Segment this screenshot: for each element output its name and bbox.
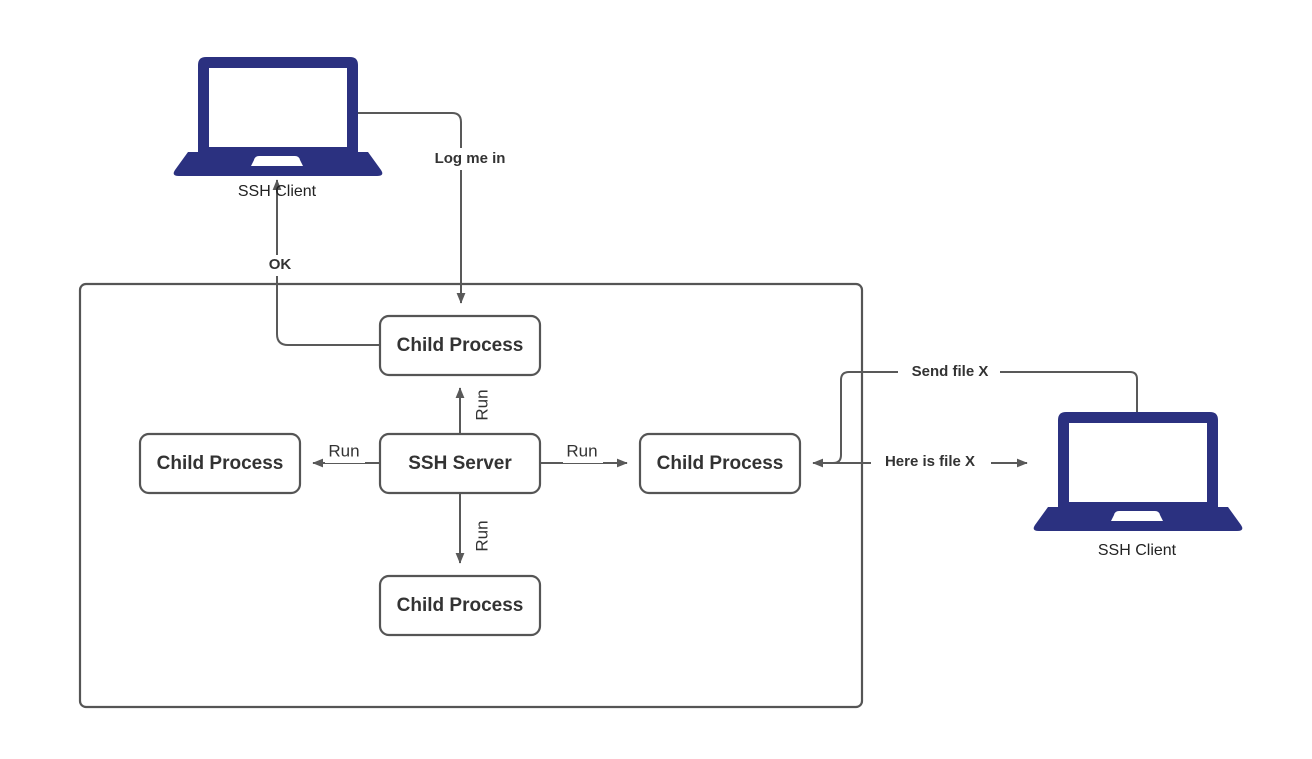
child-process-top-label: Child Process	[397, 335, 524, 356]
edge-label-run-down: Run	[472, 520, 491, 551]
label-bg-ok	[264, 255, 297, 276]
label-bg-here-is-file-x	[871, 451, 991, 473]
ssh-server-label: SSH Server	[408, 453, 512, 474]
edge-label-here-is-file-x: Here is file X	[885, 453, 975, 470]
label-bg-run-down	[472, 516, 494, 556]
label-bg-send-file-x	[898, 361, 1000, 383]
edge-label-ok: OK	[269, 256, 292, 273]
label-bg-run-right	[563, 441, 603, 463]
child-process-top-box[interactable]	[378, 314, 542, 377]
node-child-process-left[interactable]: Child Process	[138, 432, 302, 495]
edge-label-run-right: Run	[566, 441, 597, 460]
ssh-server-box[interactable]	[378, 432, 542, 495]
laptop-notch	[251, 156, 303, 166]
laptop-screen-inner	[209, 68, 347, 147]
child-process-right-box[interactable]	[638, 432, 802, 495]
laptop-icon	[173, 57, 383, 176]
laptop-screen-inner	[1069, 423, 1207, 502]
edge-label-log-me-in: Log me in	[435, 150, 506, 167]
edge-label-send-file-x: Send file X	[912, 363, 989, 380]
child-process-left-box[interactable]	[138, 432, 302, 495]
node-child-process-top[interactable]: Child Process	[378, 314, 542, 377]
node-ssh-server[interactable]: SSH Server	[378, 432, 542, 495]
node-child-process-right[interactable]: Child Process	[638, 432, 802, 495]
node-ssh-client-top[interactable]: SSH Client	[173, 57, 383, 200]
laptop-icon	[1033, 412, 1243, 531]
connector-send-file-x	[812, 371, 1138, 468]
ssh-server-host-boundary	[78, 282, 864, 709]
node-ssh-client-right[interactable]: SSH Client	[1033, 412, 1243, 559]
edge-label-run-up: Run	[472, 389, 491, 420]
ssh-client-top-caption: SSH Client	[238, 183, 317, 200]
child-process-bottom-label: Child Process	[397, 595, 524, 616]
label-bg-run-left	[325, 441, 365, 463]
laptop-notch	[1111, 511, 1163, 521]
child-process-bottom-box[interactable]	[378, 574, 542, 637]
label-bg-run-up	[472, 385, 494, 425]
connector-log-me-in	[358, 112, 466, 304]
ssh-client-right-caption: SSH Client	[1098, 542, 1177, 559]
connector-ok	[272, 179, 380, 346]
child-process-right-label: Child Process	[657, 453, 784, 474]
child-process-left-label: Child Process	[157, 453, 284, 474]
node-child-process-bottom[interactable]: Child Process	[378, 574, 542, 637]
label-bg-log-me-in	[413, 148, 495, 170]
edge-label-run-left: Run	[328, 441, 359, 460]
